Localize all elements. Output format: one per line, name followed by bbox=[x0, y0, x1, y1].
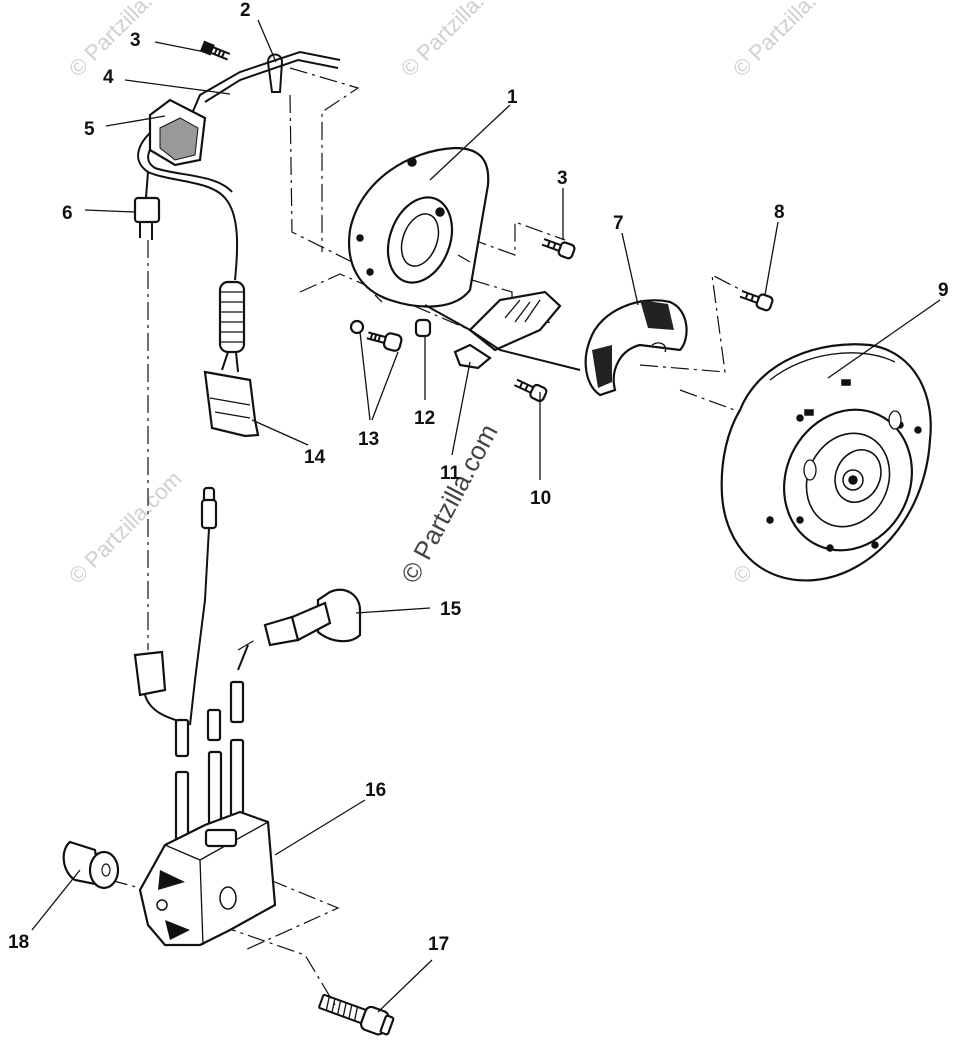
callout-14: 14 bbox=[304, 447, 326, 468]
callout-5: 5 bbox=[84, 119, 95, 140]
washer-13 bbox=[349, 319, 365, 335]
top-screw bbox=[199, 40, 231, 61]
bullet-connector bbox=[133, 196, 161, 224]
watermark-top-right: © Partzilla.com bbox=[728, 0, 851, 82]
ignition-coil bbox=[138, 738, 277, 947]
wiring-harness bbox=[133, 50, 341, 438]
callout-13: 13 bbox=[358, 429, 379, 450]
screw-8 bbox=[739, 290, 774, 312]
callout-11: 11 bbox=[440, 463, 461, 484]
bolt-17 bbox=[317, 993, 395, 1036]
callout-16: 16 bbox=[365, 780, 386, 801]
callout-3-top: 3 bbox=[130, 30, 141, 51]
callout-8: 8 bbox=[774, 202, 785, 223]
callout-7: 7 bbox=[613, 213, 624, 234]
hv-lead-a bbox=[229, 680, 245, 724]
hv-lead-b bbox=[206, 708, 222, 742]
flywheel bbox=[720, 343, 932, 582]
watermark-center: © Partzilla.com bbox=[395, 419, 504, 588]
callout-17: 17 bbox=[428, 934, 449, 955]
grommet-18 bbox=[62, 840, 120, 890]
callout-numbers: 2 3 4 5 6 1 3 7 8 9 10 11 12 13 14 15 16… bbox=[8, 0, 949, 955]
screw-3-stator bbox=[541, 238, 576, 260]
charging-coil bbox=[584, 299, 688, 397]
callout-6: 6 bbox=[62, 203, 73, 224]
spark-plug-cap bbox=[237, 588, 362, 671]
watermark-top-left: © Partzilla.com bbox=[64, 0, 187, 82]
ignition-wiring bbox=[133, 486, 218, 758]
callout-10: 10 bbox=[530, 488, 551, 509]
spacer-12 bbox=[414, 318, 432, 338]
watermark-top-center: © Partzilla.com bbox=[396, 0, 519, 82]
callout-4: 4 bbox=[103, 67, 114, 88]
callout-15: 15 bbox=[440, 599, 462, 620]
screw-10 bbox=[513, 378, 548, 403]
stator-plate bbox=[347, 146, 490, 308]
callout-3-right: 3 bbox=[557, 168, 568, 189]
screw-13 bbox=[366, 331, 403, 352]
callout-2: 2 bbox=[240, 0, 251, 21]
wire-clip bbox=[266, 53, 284, 93]
pulser-wire bbox=[424, 304, 581, 371]
watermark-mid-left: © Partzilla.com bbox=[64, 466, 187, 589]
leader-lines bbox=[31, 19, 941, 1013]
callout-1: 1 bbox=[507, 87, 518, 108]
callout-9: 9 bbox=[938, 280, 949, 301]
callout-12: 12 bbox=[414, 408, 435, 429]
pulser-coil bbox=[453, 290, 562, 370]
callout-18: 18 bbox=[8, 932, 29, 953]
wire-sleeve bbox=[218, 280, 246, 354]
multi-pin-plug bbox=[203, 370, 260, 438]
